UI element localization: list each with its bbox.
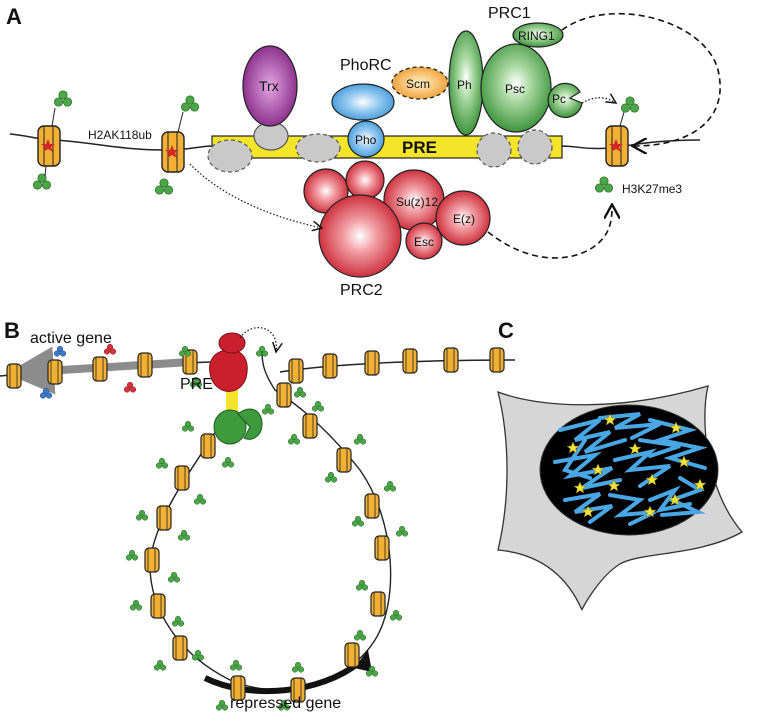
nucleosome-left — [37, 125, 61, 167]
suz12-label: Su(z)12 — [396, 195, 438, 209]
trx-protein — [242, 45, 298, 127]
pc-protein — [547, 82, 583, 118]
fiber-top-right — [279, 359, 516, 373]
prc1-label: PRC1 — [488, 5, 531, 22]
h2a-clover — [53, 90, 73, 107]
panel-c-label: C — [498, 318, 514, 343]
pre-label-b: PRE — [180, 376, 213, 393]
pc-binding-arrow — [581, 98, 616, 103]
phorc-protein — [331, 83, 395, 121]
pho-protein — [347, 120, 385, 158]
ring1-protein — [512, 22, 564, 48]
pc-label: Pc — [552, 92, 566, 106]
phorc-label: PhoRC — [340, 57, 392, 74]
h2ak118ub-label: H2AK118ub — [88, 128, 152, 142]
panel-a-label: A — [6, 4, 22, 29]
panel-b-nucleosomes — [6, 347, 505, 703]
h2a-clover-2 — [180, 95, 200, 112]
scm-protein — [391, 66, 449, 100]
h3-clover-2 — [154, 178, 174, 195]
ring1-label: RING1 — [518, 29, 555, 43]
repressed-gene-arrowhead — [354, 650, 372, 672]
pre-label: PRE — [402, 138, 437, 157]
h3k27me3-clover — [594, 176, 614, 193]
pre-segment-b — [226, 386, 238, 416]
esc-label: Esc — [414, 235, 434, 249]
nucleosome-free-sites — [207, 121, 553, 173]
prc2-label: PRC2 — [340, 282, 383, 299]
chromatin-territories — [553, 412, 708, 526]
h3-clover — [32, 173, 52, 190]
repressed-gene-arrow — [203, 659, 362, 695]
psc-protein — [480, 43, 552, 133]
prc1-b — [213, 409, 247, 445]
scm-label: Scm — [406, 77, 430, 91]
h3k27me3-label: H3K27me3 — [622, 182, 682, 196]
h2a-to-prc2-arrow — [189, 163, 322, 228]
ring1-ubiquitination-arrow — [561, 12, 721, 146]
prc-dotted-arrow-b — [239, 327, 276, 352]
prc2-b — [209, 349, 248, 392]
nucleosome-right — [605, 125, 629, 167]
prc2-b-top — [218, 332, 246, 354]
ez-label: E(z) — [453, 212, 475, 226]
prc2-complex — [303, 160, 491, 278]
trx-label: Trx — [259, 78, 279, 94]
pc-target-clover — [620, 96, 640, 113]
panel-b-label: B — [4, 318, 20, 343]
repressed-gene-label: repressed gene — [230, 695, 341, 712]
pho-label: Pho — [355, 133, 377, 147]
ph-label: Ph — [457, 78, 472, 92]
nucleosome-h2ak — [161, 131, 185, 173]
active-gene-label: active gene — [30, 330, 112, 347]
psc-label: Psc — [505, 82, 525, 96]
prc1-b-pc — [237, 408, 263, 440]
ez-methylation-arrow — [487, 206, 612, 259]
